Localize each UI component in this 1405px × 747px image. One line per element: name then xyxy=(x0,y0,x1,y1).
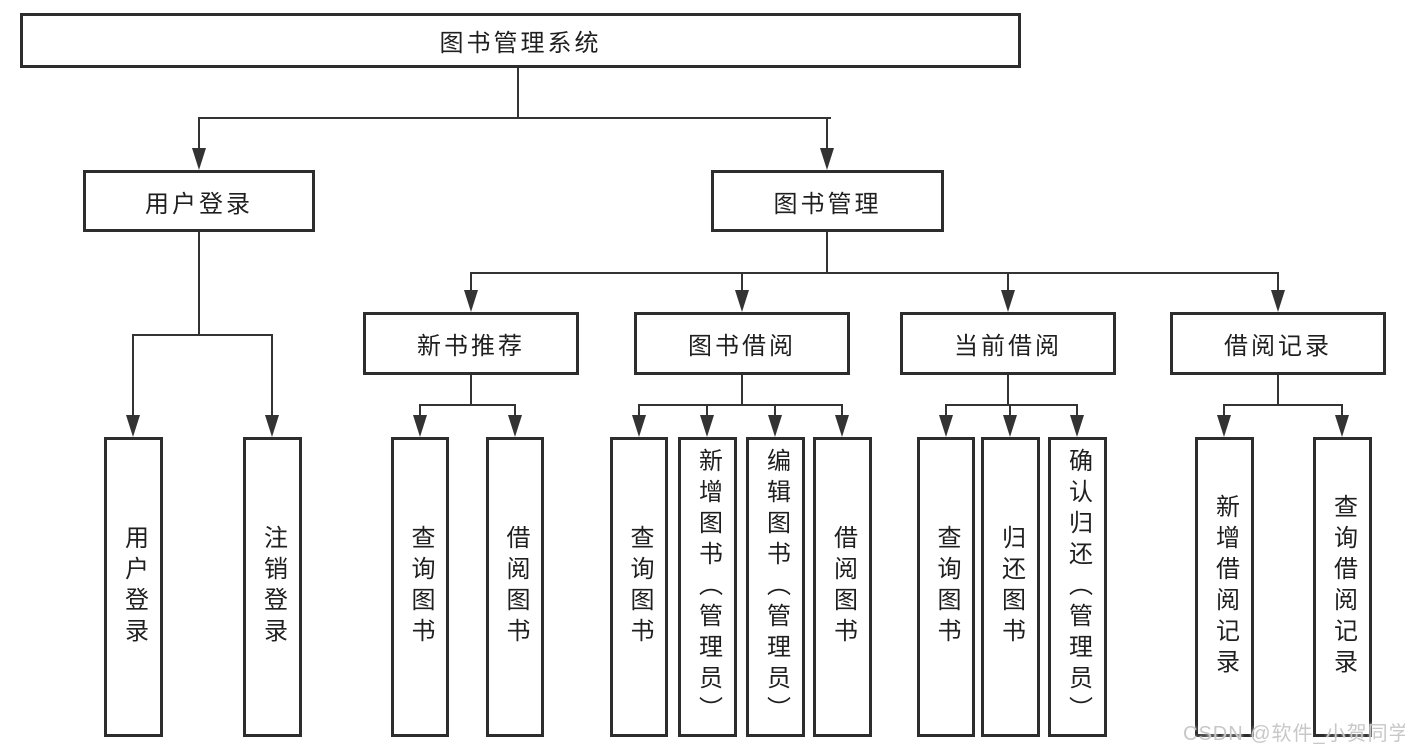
arrow-down-icon xyxy=(1335,415,1349,437)
arrow-down-icon xyxy=(1003,415,1017,437)
leaf-edit-books-admin: 编辑图书（管理员） xyxy=(746,437,805,737)
arrow-down-icon xyxy=(1271,290,1285,312)
leaf-recommend-borrow-books: 借阅图书 xyxy=(486,437,544,737)
connector-line xyxy=(706,404,708,417)
leaf-label: 查询图书 xyxy=(407,525,434,649)
leaf-label: 查询借阅记录 xyxy=(1329,494,1357,680)
leaf-user-login: 用户登录 xyxy=(104,437,163,737)
node-current-borrowing: 当前借阅 xyxy=(900,312,1116,375)
node-borrowing-records: 借阅记录 xyxy=(1170,312,1386,375)
arrow-down-icon xyxy=(939,415,953,437)
connector-line xyxy=(1007,375,1009,405)
leaf-label: 用户登录 xyxy=(120,525,148,649)
node-book-management: 图书管理 xyxy=(711,170,944,232)
connector-line xyxy=(470,272,1279,274)
leaf-label: 新增图书（管理员） xyxy=(694,447,722,727)
arrow-down-icon xyxy=(835,415,849,437)
connector-line xyxy=(638,404,640,417)
connector-line xyxy=(198,117,831,119)
arrow-down-icon xyxy=(464,290,478,312)
leaf-recommend-query-books: 查询图书 xyxy=(391,437,449,737)
connector-line xyxy=(741,375,743,405)
connector-line xyxy=(1277,272,1279,292)
node-user-login: 用户登录 xyxy=(83,170,315,232)
connector-line xyxy=(638,404,843,406)
connector-line xyxy=(1009,404,1011,417)
arrow-down-icon xyxy=(820,148,834,170)
connector-line xyxy=(198,117,200,150)
leaf-return-books: 归还图书 xyxy=(981,437,1040,737)
leaf-label: 查询图书 xyxy=(626,525,653,649)
arrow-down-icon xyxy=(192,148,206,170)
arrow-down-icon xyxy=(126,415,140,437)
leaf-label: 编辑图书（管理员） xyxy=(762,447,790,727)
connector-line xyxy=(1223,404,1225,417)
arrow-down-icon xyxy=(700,415,714,437)
leaf-label: 归还图书 xyxy=(997,525,1025,649)
arrow-down-icon xyxy=(265,415,279,437)
connector-line xyxy=(945,404,947,417)
connector-line xyxy=(945,404,1078,406)
leaf-label: 新增借阅记录 xyxy=(1211,494,1239,680)
arrow-down-icon xyxy=(1217,415,1231,437)
connector-line xyxy=(198,232,200,335)
arrow-down-icon xyxy=(508,415,522,437)
node-new-book-recommend: 新书推荐 xyxy=(363,312,579,375)
connector-line xyxy=(419,404,516,406)
leaf-current-query-books: 查询图书 xyxy=(917,437,975,737)
arrow-down-icon xyxy=(768,415,782,437)
connector-line xyxy=(132,334,273,336)
connector-line xyxy=(132,334,134,417)
leaf-logout: 注销登录 xyxy=(243,437,302,737)
node-root: 图书管理系统 xyxy=(20,13,1021,68)
arrow-down-icon xyxy=(1070,415,1084,437)
leaf-label: 借阅图书 xyxy=(502,525,529,649)
connector-line xyxy=(774,404,776,417)
arrow-down-icon xyxy=(735,290,749,312)
connector-line xyxy=(470,272,472,292)
leaf-borrowing-query-books: 查询图书 xyxy=(610,437,668,737)
watermark: CSDN @软件_小贺同学 xyxy=(1183,723,1405,745)
leaf-label: 查询图书 xyxy=(933,525,960,649)
connector-line xyxy=(517,68,519,118)
connector-line xyxy=(1076,404,1078,417)
arrow-down-icon xyxy=(632,415,646,437)
connector-line xyxy=(741,272,743,292)
connector-line xyxy=(1007,272,1009,292)
connector-line xyxy=(1223,404,1343,406)
leaf-add-books-admin: 新增图书（管理员） xyxy=(678,437,737,737)
arrow-down-icon xyxy=(413,415,427,437)
node-book-borrowing: 图书借阅 xyxy=(634,312,850,375)
connector-line xyxy=(1341,404,1343,417)
connector-line xyxy=(419,404,421,417)
arrow-down-icon xyxy=(1001,290,1015,312)
connector-line xyxy=(470,375,472,405)
leaf-add-borrow-record: 新增借阅记录 xyxy=(1195,437,1254,737)
leaf-label: 注销登录 xyxy=(259,525,287,649)
connector-line xyxy=(271,334,273,417)
connector-line xyxy=(514,404,516,417)
connector-line xyxy=(826,117,828,150)
connector-line xyxy=(826,232,828,274)
leaf-label: 确认归还（管理员） xyxy=(1064,447,1092,727)
leaf-label: 借阅图书 xyxy=(829,525,857,649)
leaf-query-borrow-record: 查询借阅记录 xyxy=(1313,437,1372,737)
connector-line xyxy=(1277,375,1279,405)
leaf-borrowing-borrow-books: 借阅图书 xyxy=(813,437,872,737)
leaf-confirm-return-admin: 确认归还（管理员） xyxy=(1048,437,1107,737)
connector-line xyxy=(841,404,843,417)
